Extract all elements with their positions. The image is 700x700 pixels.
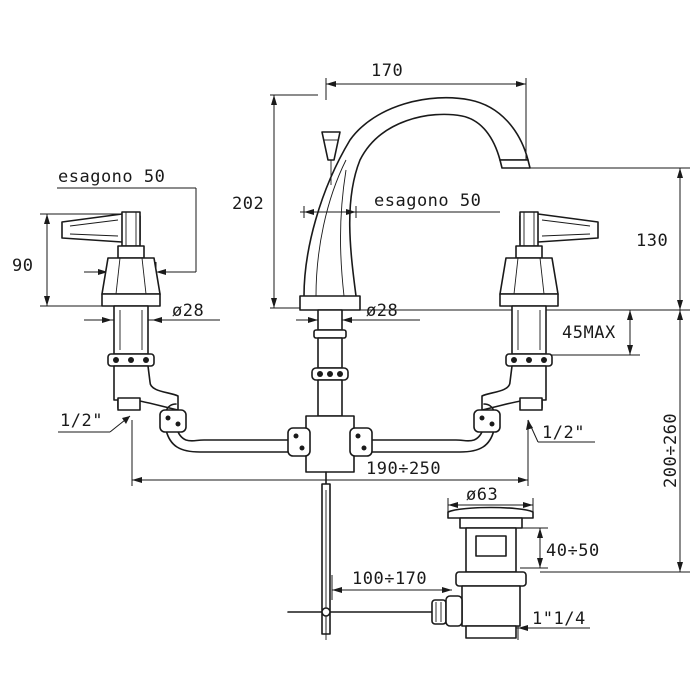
handle-height-label: 90 (12, 256, 33, 276)
max-deck-label: 45MAX (562, 323, 616, 343)
left-hex-label: esagono 50 (58, 167, 165, 187)
drain-height-label: 40÷50 (546, 541, 600, 561)
spout-reach-label: 170 (371, 61, 403, 81)
rod-range-label: 100÷170 (352, 569, 427, 589)
outlet-height-label: 130 (636, 231, 668, 251)
left-handle-valve (61, 211, 179, 411)
labels: 170 esagono 50 esagono 50 202 90 130 ø28… (12, 61, 681, 629)
drain-diameter-label: ø63 (466, 485, 498, 505)
spout-height-label: 202 (232, 194, 264, 214)
overall-height-label: 200÷260 (661, 413, 681, 488)
center-diameter-label: ø28 (366, 301, 398, 321)
side-spacing-label: 190÷250 (366, 459, 441, 479)
dimension-arrows (44, 81, 683, 631)
waste-thread-label: 1"1/4 (532, 609, 586, 629)
pop-up-drain (287, 506, 534, 640)
left-thread-label: 1/2" (60, 411, 103, 431)
left-diameter-label: ø28 (172, 301, 204, 321)
center-spout (299, 96, 531, 417)
center-hex-label: esagono 50 (374, 191, 481, 211)
connecting-hoses (159, 403, 501, 635)
right-handle-valve (481, 211, 599, 411)
right-thread-label: 1/2" (542, 423, 585, 443)
